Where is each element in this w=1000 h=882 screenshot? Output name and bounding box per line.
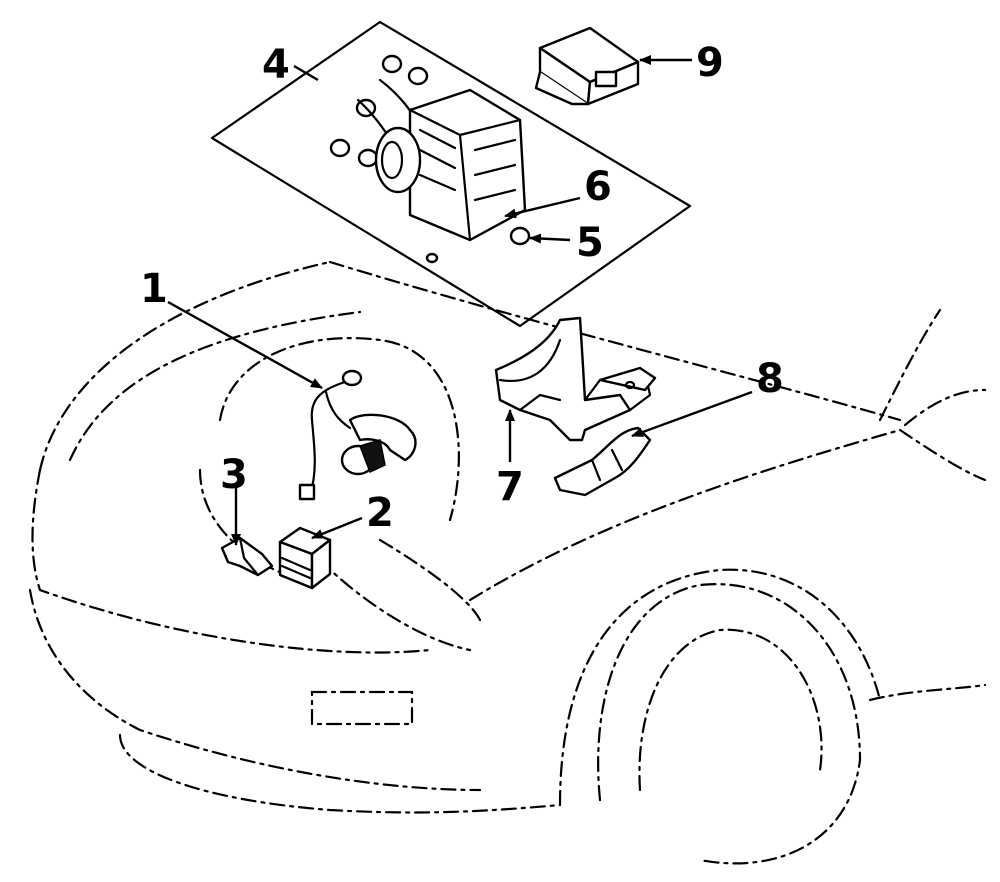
leader-1 [167,300,323,390]
hood-front-edge [38,260,332,472]
car-body-outline [28,260,987,865]
callout-6: 6 [584,164,612,210]
leader-6 [504,196,581,219]
sensor-harness [308,380,347,497]
lower-bracket [553,426,652,497]
front-bumper-lower [28,588,482,792]
relay-bracket [220,536,274,577]
windshield-right [903,388,987,427]
speed-sensor [298,369,417,501]
callout-4: 4 [262,42,290,88]
module-connector [594,70,618,88]
front-tire-outer [597,583,862,865]
front-bumper-top [31,468,432,654]
leader-4 [293,64,319,82]
bracket-plate [220,536,274,577]
fender-line [468,428,902,602]
side-line [868,683,987,702]
callout-7: 7 [496,464,524,510]
bumper-bottom [118,733,562,814]
relay [278,526,332,590]
callout-2: 2 [366,490,394,536]
turn-signal-lamp [310,690,414,726]
callout-8: 8 [756,356,784,402]
callout-1: 1 [140,266,168,312]
hood-inner-edge [68,310,362,462]
hood-rear-edge [328,260,902,422]
sensor-connector [341,369,363,387]
hood-center [318,558,472,652]
windshield-left [878,308,942,422]
callout-9: 9 [696,40,724,86]
callout-numbers: 1 2 3 4 5 6 7 8 9 [140,40,784,536]
leader-2 [311,516,363,540]
engine-bay-circle [218,337,460,522]
leader-lines [167,55,753,546]
callout-3: 3 [220,452,248,498]
front-tire-inner [638,628,823,792]
a-pillar [898,428,987,482]
modulator-bracket [494,316,657,442]
control-module [534,26,640,106]
hood-crease [378,538,482,622]
callout-5: 5 [576,220,604,266]
leader-8 [631,390,753,438]
modulator-frame [210,20,692,328]
leader-5 [529,233,571,244]
bracket-main [494,316,632,442]
sensor-bracket [348,413,417,462]
modulator-assembly [210,20,692,328]
wheel-arch [558,568,882,807]
lower-bracket-plate [553,426,652,497]
